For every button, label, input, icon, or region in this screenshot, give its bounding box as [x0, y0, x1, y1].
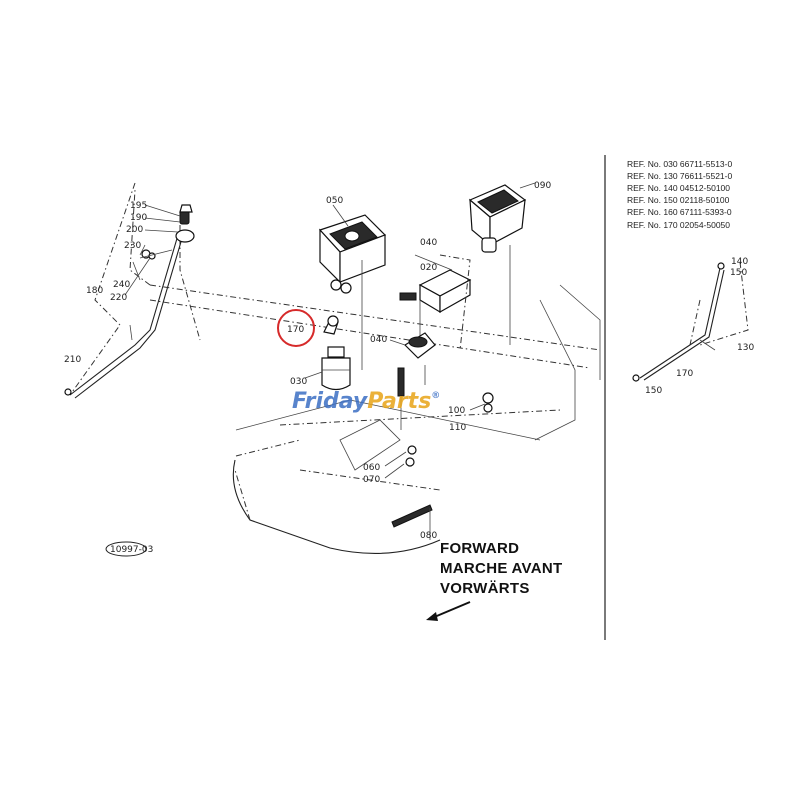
callout-170: 170 — [287, 325, 304, 335]
svg-text:FridayParts®: FridayParts® — [292, 389, 440, 414]
highlight-circle — [277, 309, 315, 347]
callout-200: 200 — [126, 225, 143, 235]
callout-060: 060 — [363, 463, 380, 473]
callout-070: 070 — [363, 475, 380, 485]
switch-panel-020 — [399, 254, 472, 351]
callout-100: 100 — [448, 406, 465, 416]
inset-callout-140: 140 — [731, 257, 748, 267]
ref-line-170: REF. No. 170 02054-50050 — [627, 220, 730, 230]
callout-190: 190 — [130, 213, 147, 223]
inset-callout-170: 170 — [676, 369, 693, 379]
callout-220: 220 — [110, 293, 127, 303]
frame-outline — [129, 189, 601, 554]
gauge-part-050 — [318, 204, 387, 370]
callout-195: 195 — [130, 201, 147, 211]
ref-line-150: REF. No. 150 02118-50100 — [627, 195, 730, 205]
callout-090: 090 — [534, 181, 551, 191]
callout-110: 110 — [449, 423, 466, 433]
shaft-assembly — [397, 367, 494, 430]
callout-labels: 195 190 200 230 240 220 180 210 050 090 … — [64, 181, 551, 541]
part-030 — [304, 346, 351, 391]
ref-line-130: REF. No. 130 76611-5521-0 — [627, 171, 732, 181]
callout-040a: 040 — [420, 238, 437, 248]
gauge-part-090 — [468, 182, 536, 345]
callout-020: 020 — [420, 263, 437, 273]
direction-vorwarts: VORWÄRTS — [440, 580, 530, 597]
inset-callout-150a: 150 — [730, 268, 747, 278]
callout-030: 030 — [290, 377, 307, 387]
ref-line-140: REF. No. 140 04512-50100 — [627, 183, 730, 193]
watermark-mark: ® — [431, 391, 440, 401]
inset-panel: REF. No. 030 66711-5513-0 REF. No. 130 7… — [604, 155, 754, 640]
forward-arrow-icon — [431, 601, 471, 619]
stamp-text: 10997-03 — [110, 545, 153, 555]
key-switch-040 — [389, 332, 436, 385]
watermark-logo: FridayParts® — [292, 389, 440, 414]
bolt-group — [384, 445, 433, 540]
callout-040b: 040 — [370, 335, 387, 345]
inset-callout-130: 130 — [737, 343, 754, 353]
left-lever-assembly — [64, 182, 201, 399]
watermark-part1: Friday — [292, 389, 369, 414]
callout-080: 080 — [420, 531, 437, 541]
direction-block: FORWARD MARCHE AVANT VORWÄRTS — [426, 540, 562, 621]
ref-line-160: REF. No. 160 67111-5393-0 — [627, 207, 732, 217]
callout-210: 210 — [64, 355, 81, 365]
watermark-part2: Parts — [367, 389, 431, 414]
direction-forward: FORWARD — [440, 540, 519, 557]
callout-050: 050 — [326, 196, 343, 206]
key-part-170 — [323, 315, 339, 335]
ref-line-030: REF. No. 030 66711-5513-0 — [627, 159, 732, 169]
direction-marche-avant: MARCHE AVANT — [440, 560, 562, 577]
callout-180: 180 — [86, 286, 103, 296]
callout-230: 230 — [124, 241, 141, 251]
inset-callout-150b: 150 — [645, 386, 662, 396]
stamp: 10997-03 — [105, 541, 153, 557]
callout-240: 240 — [113, 280, 130, 290]
